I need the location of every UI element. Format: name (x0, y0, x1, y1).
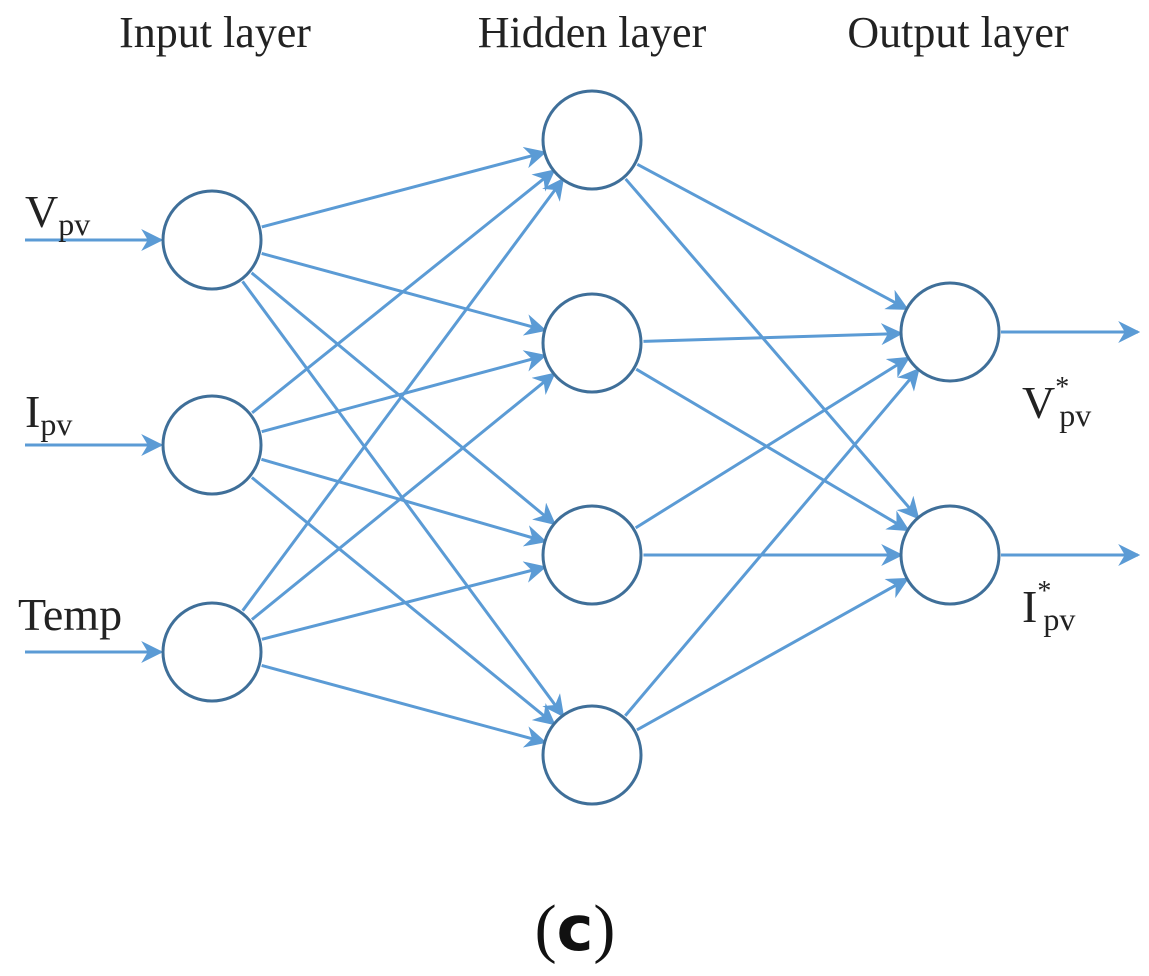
input-label-temp: Temp (18, 589, 122, 640)
edge-input2-hidden1 (251, 169, 556, 414)
input-label-vpv: Vpv (25, 186, 90, 242)
edge-hidden3-output1 (634, 356, 911, 530)
edge-hidden2-output1 (643, 323, 904, 346)
output-label-vpv: V*pv (1022, 372, 1091, 433)
output-label-ipv: I*pv (1022, 576, 1075, 637)
edge-hidden1-output1 (636, 162, 909, 311)
hidden-node-3 (541, 504, 643, 606)
input-label-ipv: Ipv (25, 386, 72, 442)
edge-input3-hidden2 (250, 372, 556, 621)
nodes (161, 89, 1001, 806)
input-node-1 (161, 189, 263, 291)
connections (241, 146, 920, 748)
edge-input3-hidden1 (241, 177, 565, 612)
edge-input2-hidden3 (261, 457, 548, 547)
edge-hidden4-output2 (636, 577, 910, 732)
hidden-node-2 (541, 292, 643, 394)
edge-input3-hidden4 (261, 664, 547, 748)
output-layer-title: Output layer (847, 8, 1069, 57)
edge-hidden4-output1 (624, 367, 920, 717)
edge-hidden1-output2 (624, 177, 920, 520)
edge-hidden2-output2 (635, 367, 910, 532)
figure-caption: (c) (535, 892, 616, 965)
edge-input3-hidden3 (261, 561, 547, 641)
output-node-2 (899, 504, 1001, 606)
io-arrows (25, 229, 1141, 663)
hidden-node-4 (541, 704, 643, 806)
edge-input2-hidden4 (250, 476, 556, 726)
input-node-3 (161, 601, 263, 703)
edge-input1-hidden3 (250, 271, 556, 526)
edge-input1-hidden1 (261, 146, 547, 229)
hidden-layer-title: Hidden layer (478, 8, 707, 57)
input-layer-title: Input layer (119, 8, 311, 57)
output-node-1 (899, 281, 1001, 383)
input-node-2 (161, 394, 263, 496)
hidden-node-1 (541, 89, 643, 191)
